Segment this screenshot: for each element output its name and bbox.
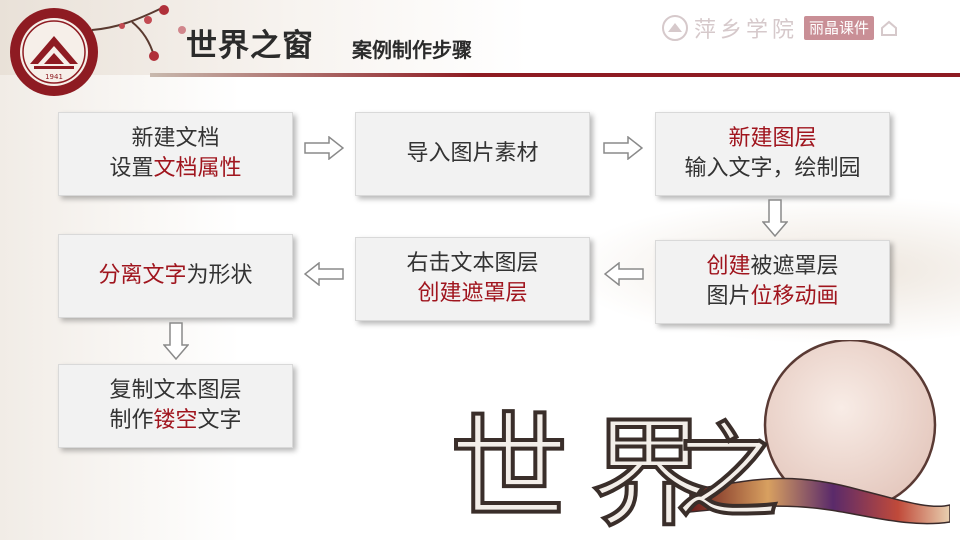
step-text: 为形状: [186, 263, 253, 288]
step-text-line: 复制文本图层: [109, 376, 241, 406]
step-text-line: 右击文本图层: [406, 249, 538, 279]
step-highlight-text: 位移动画: [750, 284, 839, 309]
courseware-badge: 丽晶课件: [804, 16, 875, 40]
step-text: 被遮罩层: [750, 254, 839, 279]
school-seal-icon: [662, 15, 688, 41]
step-box-6[interactable]: 分离文字为形状: [58, 234, 293, 318]
step-highlight-text: 分离文字: [98, 263, 187, 288]
home-icon[interactable]: [880, 19, 898, 37]
step-highlight-text: 创建遮罩层: [417, 281, 528, 306]
page-title: 世界之窗: [186, 28, 314, 64]
step-text-line: 创建遮罩层: [417, 279, 527, 309]
hollow-char-1: 世: [450, 400, 568, 538]
arrow-down-icon: [762, 199, 788, 237]
hollow-char-3: 之: [675, 411, 779, 533]
step-text-line: 图片位移动画: [706, 282, 838, 312]
stripe-band: [689, 477, 950, 525]
step-box-1[interactable]: 新建文档设置文档属性: [58, 112, 293, 196]
plum-blossom-icon: [92, 5, 186, 61]
step-text-line: 设置文档属性: [109, 154, 241, 184]
arrow-left-icon: [604, 262, 644, 286]
step-highlight-text: 新建图层: [728, 126, 817, 151]
arrow-left-icon: [304, 262, 344, 286]
step-text-line: 输入文字，绘制园: [684, 154, 860, 184]
step-text: 设置: [109, 156, 154, 181]
step-text-line: 新建文档: [131, 124, 219, 154]
step-box-5[interactable]: 右击文本图层创建遮罩层: [355, 237, 590, 321]
hollow-char-2: 界: [590, 405, 708, 540]
step-box-2[interactable]: 导入图片素材: [355, 112, 590, 196]
step-text-line: 分离文字为形状: [98, 261, 252, 291]
school-brand: 萍乡学院 丽晶课件: [662, 12, 898, 44]
page-subtitle: 案例制作步骤: [352, 38, 472, 62]
step-text: 新建文档: [131, 126, 220, 151]
hollow-text-illustration: 世 界 之: [448, 340, 950, 540]
step-box-7[interactable]: 复制文本图层制作镂空文字: [58, 364, 293, 448]
arrow-down-icon: [163, 322, 189, 360]
step-highlight-text: 创建: [706, 254, 751, 279]
step-box-4[interactable]: 创建被遮罩层图片位移动画: [655, 240, 890, 324]
step-text: 复制文本图层: [109, 378, 242, 403]
step-text: 图片: [706, 284, 751, 309]
step-text: 右击文本图层: [406, 251, 539, 276]
logo-year: 1941: [45, 73, 63, 81]
step-highlight-text: 镂空: [153, 408, 198, 433]
step-text: 导入图片素材: [406, 141, 539, 166]
arrow-right-icon: [304, 136, 344, 160]
step-text-line: 导入图片素材: [406, 139, 538, 169]
step-text-line: 创建被遮罩层: [706, 252, 838, 282]
step-text-line: 新建图层: [728, 124, 816, 154]
step-box-3[interactable]: 新建图层输入文字，绘制园: [655, 112, 890, 196]
step-text-line: 制作镂空文字: [109, 406, 241, 436]
university-logo-icon: 1941: [10, 8, 98, 96]
step-highlight-text: 文档属性: [153, 156, 242, 181]
step-text: 输入文字，绘制园: [684, 156, 861, 181]
step-text: 文字: [197, 408, 242, 433]
step-text: 制作: [109, 408, 154, 433]
arrow-right-icon: [603, 136, 643, 160]
school-name: 萍乡学院: [694, 18, 799, 43]
header-divider: [150, 73, 960, 77]
